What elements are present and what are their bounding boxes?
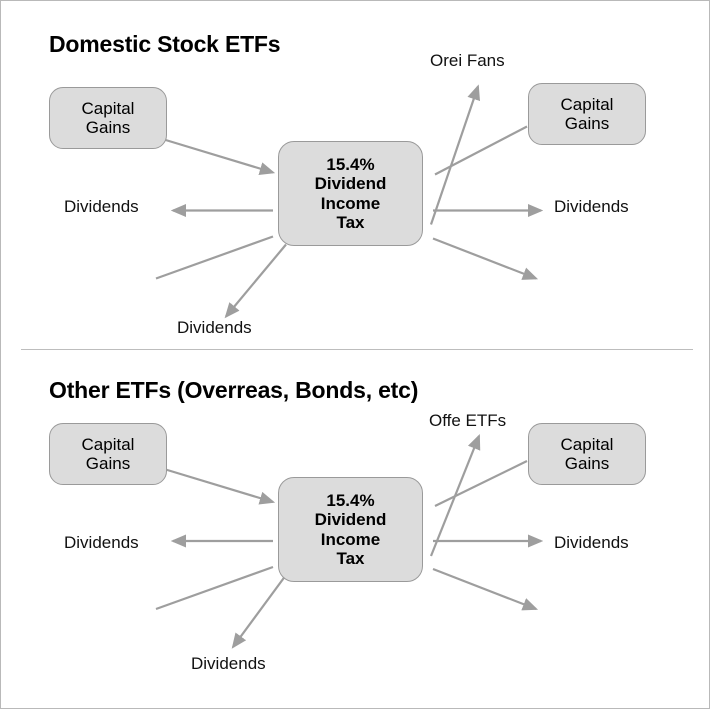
node-line: Gains bbox=[564, 114, 610, 133]
arrow-center-to-down-right bbox=[432, 237, 539, 280]
arrow-center-to-down-right bbox=[432, 567, 539, 611]
label-offe-etfs: Offe ETFs bbox=[429, 411, 507, 430]
node-line: Gains bbox=[564, 454, 610, 473]
center-rate: 15.4% bbox=[326, 155, 375, 175]
panel-other-etfs: Other ETFs (Overreas, Bonds, etc) Capita… bbox=[1, 351, 709, 708]
node-capital-gains-left-domestic[interactable]: Capital Gains bbox=[49, 87, 167, 149]
center-rate: 15.4% bbox=[326, 491, 375, 511]
node-line: Capital bbox=[560, 94, 614, 114]
arrow-layer-domestic bbox=[155, 84, 544, 319]
arrow-layer-other bbox=[155, 433, 544, 649]
node-capital-gains-left-other[interactable]: Capital Gains bbox=[49, 423, 167, 485]
center-line: Income bbox=[320, 193, 381, 213]
node-capital-gains-right-domestic[interactable]: Capital Gains bbox=[528, 83, 646, 145]
node-capital-gains-right-other[interactable]: Capital Gains bbox=[528, 423, 646, 485]
line-center-to-lower-left bbox=[155, 565, 274, 611]
arrow-center-to-bottom-dividends bbox=[231, 574, 287, 649]
label-right-dividends-domestic: Dividends bbox=[554, 197, 629, 216]
node-dividend-income-tax-domestic[interactable]: 15.4% Dividend Income Tax bbox=[278, 141, 423, 246]
center-line: Income bbox=[320, 529, 381, 549]
label-right-dividends-other: Dividends bbox=[554, 533, 629, 552]
panel-title-domestic: Domestic Stock ETFs bbox=[49, 31, 281, 57]
line-capgains-right-to-center bbox=[434, 125, 528, 176]
label-left-dividends-domestic: Dividends bbox=[64, 197, 139, 216]
node-line: Capital bbox=[81, 434, 135, 454]
label-orei-fans: Orei Fans bbox=[430, 51, 505, 70]
arrow-center-to-orei-fans bbox=[429, 84, 480, 225]
center-line: Tax bbox=[336, 212, 365, 232]
label-bottom-dividends-other: Dividends bbox=[191, 654, 266, 673]
center-line: Tax bbox=[336, 548, 365, 568]
node-line: Gains bbox=[85, 118, 131, 137]
center-line: Dividend bbox=[314, 510, 387, 530]
panel-domestic-stock-etfs: Domestic Stock ETFs Ca bbox=[1, 1, 709, 349]
node-line: Capital bbox=[560, 434, 614, 454]
line-capgains-right-to-center bbox=[434, 460, 528, 507]
label-left-dividends-other: Dividends bbox=[64, 533, 139, 552]
arrow-capgains-left-to-center bbox=[163, 138, 276, 175]
node-line: Capital bbox=[81, 98, 135, 118]
panel-title-other: Other ETFs (Overreas, Bonds, etc) bbox=[49, 377, 419, 403]
arrow-capgains-left-to-center bbox=[163, 467, 276, 505]
center-line: Dividend bbox=[314, 174, 387, 194]
label-bottom-dividends-domestic: Dividends bbox=[177, 318, 252, 337]
node-dividend-income-tax-other[interactable]: 15.4% Dividend Income Tax bbox=[278, 477, 423, 582]
panel-divider bbox=[21, 349, 693, 350]
line-center-to-lower-left bbox=[155, 235, 274, 280]
node-line: Gains bbox=[85, 454, 131, 473]
arrow-center-to-bottom-dividends bbox=[224, 243, 287, 319]
